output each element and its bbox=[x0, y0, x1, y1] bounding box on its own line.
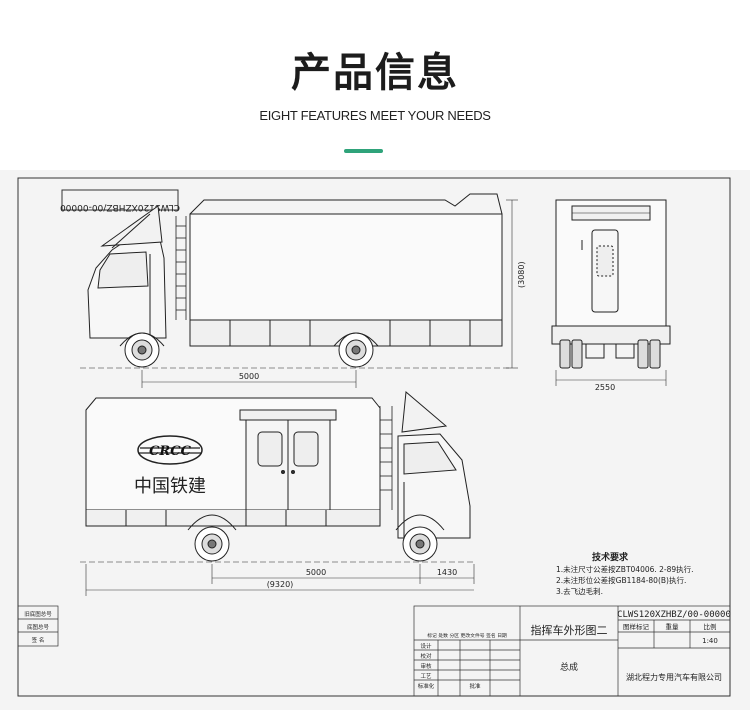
side-view-left bbox=[80, 193, 510, 369]
rear-view-width-label: 2550 bbox=[595, 383, 615, 392]
row-label-process: 工艺 bbox=[420, 673, 432, 680]
logo-text: CRCC bbox=[149, 444, 191, 459]
title-underline bbox=[344, 149, 383, 153]
lower-wheelbase-label: 5000 bbox=[306, 568, 326, 577]
left-margin-labels bbox=[17, 605, 59, 647]
row-label-check: 校对 bbox=[420, 652, 432, 660]
assembly-label: 总成 bbox=[560, 661, 578, 673]
crcc-logo: CRCC bbox=[137, 435, 203, 465]
engineering-drawing-sheet: CLWS120XZHBZ/00-00000 bbox=[0, 170, 750, 710]
left-label-1: 旧底图总号 bbox=[24, 610, 52, 618]
tech-req-item-2: 2.未注形位公差按GB1184-80(B)执行. bbox=[556, 575, 686, 585]
drawing-code: CLWS120XZHBZ/00-00000 bbox=[617, 610, 731, 620]
row-label-standard: 标准化 bbox=[418, 682, 435, 690]
vehicle-drawing: CLWS120XZHBZ/00-00000 bbox=[17, 177, 731, 697]
rear-view bbox=[551, 199, 671, 369]
row-label-design: 设计 bbox=[420, 642, 432, 650]
mirrored-code-box: CLWS120XZHBZ/00-00000 bbox=[60, 189, 180, 212]
side-view-wheelbase-dimension bbox=[141, 370, 357, 388]
sheet-border bbox=[17, 177, 731, 697]
left-label-2: 底图总号 bbox=[27, 623, 50, 631]
header-cell-marking: 图样标记 bbox=[623, 622, 650, 631]
lower-view-dimensions bbox=[85, 564, 475, 596]
header-cell-scale: 比例 bbox=[704, 622, 717, 631]
scale-value: 1:40 bbox=[702, 637, 718, 645]
drawing-name: 指挥车外形图二 bbox=[531, 623, 608, 637]
side-view-height-label: (3080) bbox=[517, 261, 526, 288]
row-label-approve: 批准 bbox=[469, 682, 481, 690]
company-name-on-body: 中国铁建 bbox=[134, 476, 206, 497]
rear-view-width-dimension bbox=[555, 370, 667, 386]
overall-length-label: (9320) bbox=[267, 580, 294, 589]
tech-req-item-1: 1.未注尺寸公差按ZBT04006. 2-89执行. bbox=[556, 564, 694, 574]
side-view-right bbox=[80, 391, 476, 563]
revision-row-header: 标记 处数 分区 更改文件号 签名 日期 bbox=[427, 632, 507, 639]
mirrored-drawing-code: CLWS120XZHBZ/00-00000 bbox=[60, 202, 180, 212]
company-name: 湖北程力专用汽车有限公司 bbox=[626, 672, 722, 682]
side-view-height-dimension bbox=[506, 199, 518, 369]
tech-req-title: 技术要求 bbox=[592, 551, 629, 563]
lower-overhang-label: 1430 bbox=[437, 568, 457, 577]
header-cell-weight: 重量 bbox=[666, 623, 680, 631]
left-label-3: 签 名 bbox=[32, 636, 45, 644]
technical-requirements: 技术要求 1.未注尺寸公差按ZBT04006. 2-89执行. 2.未注形位公差… bbox=[556, 551, 694, 596]
row-label-review: 审核 bbox=[420, 662, 432, 670]
page-title: 产品信息 bbox=[291, 50, 459, 96]
title-block bbox=[413, 605, 731, 697]
tech-req-item-3: 3.去飞边毛刺. bbox=[556, 586, 603, 596]
side-view-wheelbase-label: 5000 bbox=[239, 372, 259, 381]
page-subtitle: EIGHT FEATURES MEET YOUR NEEDS bbox=[259, 108, 491, 123]
